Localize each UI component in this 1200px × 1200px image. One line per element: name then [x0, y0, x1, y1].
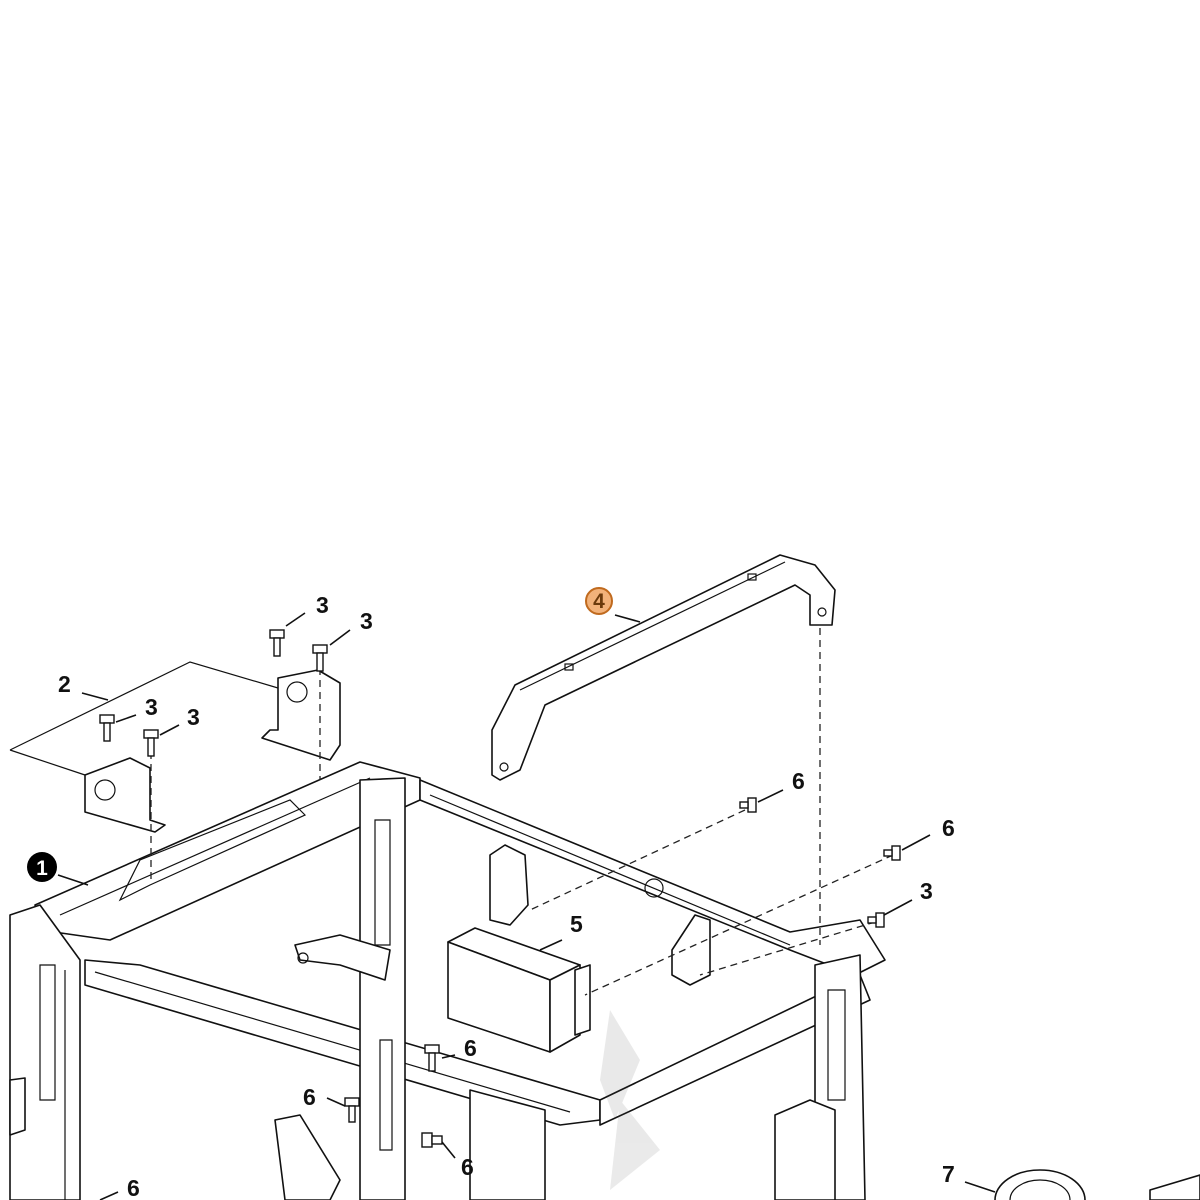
callout-6: 6: [942, 815, 955, 841]
callout-2: 2: [58, 671, 71, 697]
bolt-icon: [424, 1044, 440, 1072]
box-part-5: [447, 927, 591, 1053]
bolt-icon: [312, 644, 328, 672]
bolt-icon: [867, 912, 885, 928]
callout-6: 6: [464, 1035, 477, 1061]
callout-6: 6: [461, 1154, 474, 1180]
callout-3: 3: [187, 704, 200, 730]
callout-4-highlighted[interactable]: 4: [585, 587, 613, 615]
bolt-icon: [883, 845, 901, 861]
bolts: [99, 629, 901, 1148]
bolt-icon: [739, 797, 757, 813]
wheel-part-7: [994, 1169, 1200, 1200]
callout-5: 5: [570, 911, 583, 937]
bolt-icon: [344, 1097, 360, 1123]
alignment-lines: [150, 628, 894, 996]
bolt-icon: [143, 729, 159, 757]
callout-3: 3: [145, 694, 158, 720]
callout-7: 7: [942, 1161, 955, 1187]
bolt-icon: [421, 1132, 443, 1148]
bolt-icon: [269, 629, 285, 657]
callout-1: 1: [27, 852, 57, 882]
callout-6: 6: [127, 1175, 140, 1200]
callout-3: 3: [920, 878, 933, 904]
leader-lines: [57, 612, 996, 1200]
callout-6: 6: [303, 1084, 316, 1110]
callout-6: 6: [792, 768, 805, 794]
bolt-icon: [99, 714, 115, 742]
watermark-logo: [600, 1010, 660, 1190]
svg-text:4: 4: [593, 590, 605, 613]
callout-3: 3: [316, 592, 329, 618]
cross-bar-part-4: [491, 554, 836, 781]
svg-text:1: 1: [36, 857, 48, 880]
frame-part-1: [9, 761, 886, 1200]
callout-3: 3: [360, 608, 373, 634]
